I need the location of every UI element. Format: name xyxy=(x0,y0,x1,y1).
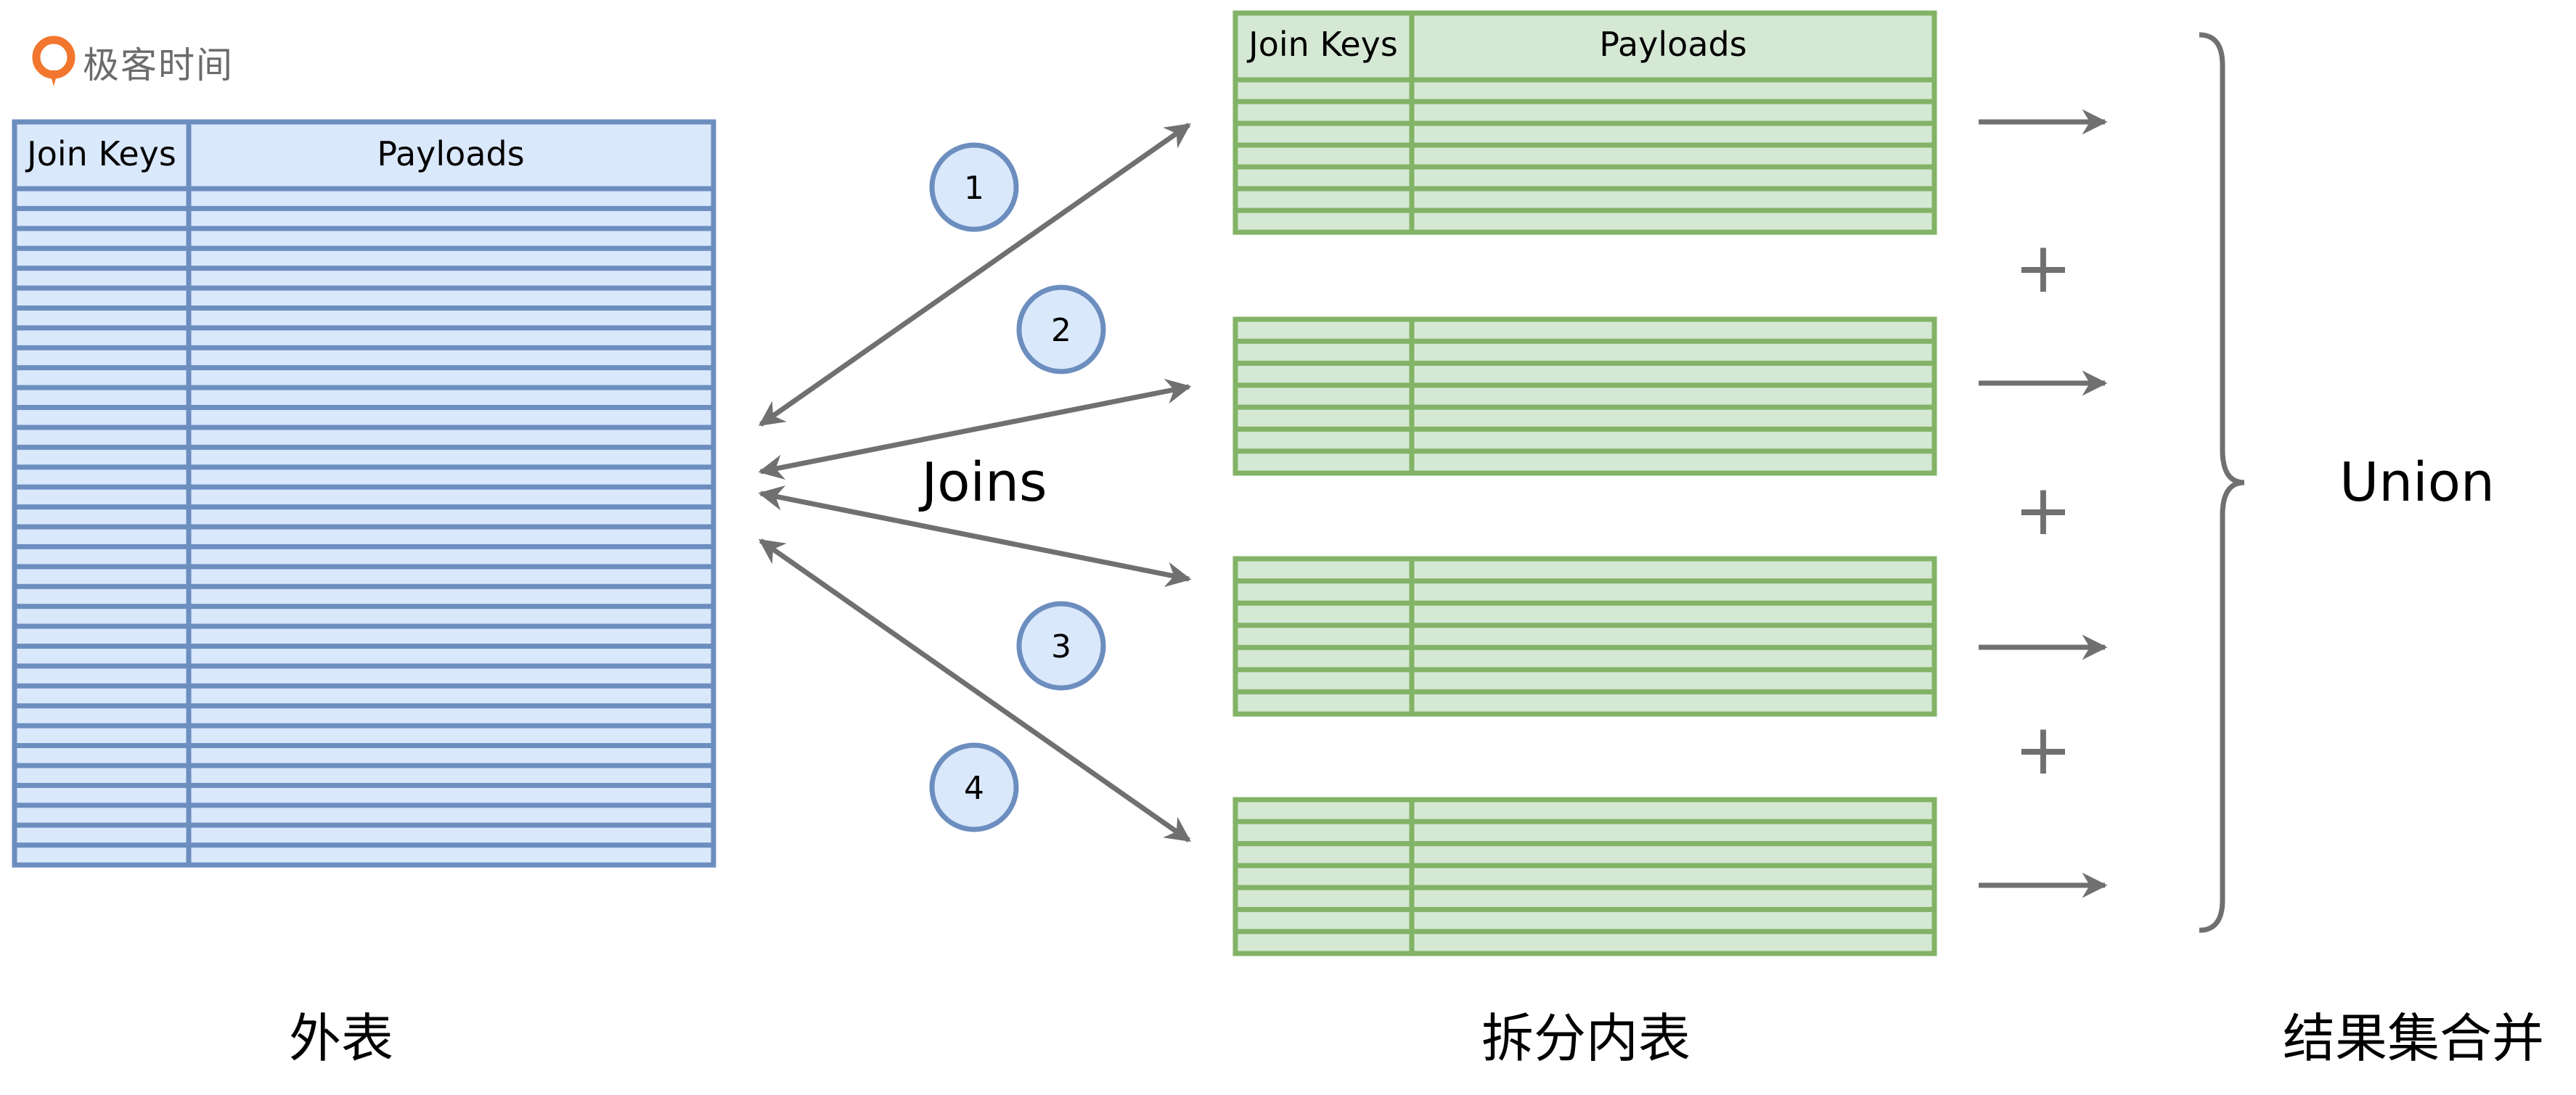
union-brace xyxy=(2199,32,2245,933)
plus-sign-1: + xyxy=(2014,227,2072,308)
caption-inner-tables: 拆分内表 xyxy=(1481,1008,1690,1069)
plus-sign-2: + xyxy=(2014,469,2072,551)
inner-table-4 xyxy=(1232,797,1937,956)
outer-payloads-header: Payloads xyxy=(377,134,524,173)
brand-logo: 极客时间 xyxy=(32,33,234,91)
join-arrow-2 xyxy=(758,378,1192,480)
inner-table-1: Join Keys Payloads xyxy=(1232,10,1937,235)
outer-table-frame xyxy=(12,119,716,868)
step-label-1: 1 xyxy=(964,170,984,207)
result-arrows xyxy=(1979,109,2108,898)
logo-mark-icon xyxy=(32,36,75,86)
caption-outer-table: 外表 xyxy=(289,1008,393,1069)
inner-table-4-frame xyxy=(1232,797,1937,956)
inner-table-1-row-lines xyxy=(1235,99,1934,213)
step-circle-3: 3 xyxy=(1016,601,1106,691)
join-arrows xyxy=(758,123,1192,842)
join-arrow-1 xyxy=(759,123,1191,427)
step-circle-1: 1 xyxy=(929,142,1019,232)
join-arrow-4 xyxy=(759,538,1191,842)
inner-table-2-row-lines xyxy=(1235,338,1934,454)
inner-table-3-row-lines xyxy=(1235,578,1934,694)
step-circle-2: 2 xyxy=(1016,284,1106,374)
inner-table-2-frame xyxy=(1232,316,1937,476)
outer-table: Join Keys Payloads xyxy=(12,119,716,868)
plus-sign-3: + xyxy=(2014,709,2072,790)
outer-row-lines xyxy=(15,205,713,848)
union-label: Union xyxy=(2339,451,2495,514)
caption-result-union: 结果集合并 xyxy=(2283,1008,2544,1069)
step-label-2: 2 xyxy=(1051,312,1071,349)
step-label-3: 3 xyxy=(1051,628,1071,665)
brand-text: 极客时间 xyxy=(83,44,234,86)
inner-payloads-header: Payloads xyxy=(1599,25,1746,64)
joins-label: Joins xyxy=(918,451,1047,514)
inner-table-3-frame xyxy=(1232,556,1937,717)
outer-join-keys-header: Join Keys xyxy=(25,134,176,173)
step-circle-4: 4 xyxy=(929,742,1019,832)
inner-table-2 xyxy=(1232,316,1937,476)
inner-join-keys-header: Join Keys xyxy=(1246,25,1398,64)
step-label-4: 4 xyxy=(964,770,984,807)
inner-table-3 xyxy=(1232,556,1937,717)
inner-table-4-row-lines xyxy=(1235,819,1934,935)
